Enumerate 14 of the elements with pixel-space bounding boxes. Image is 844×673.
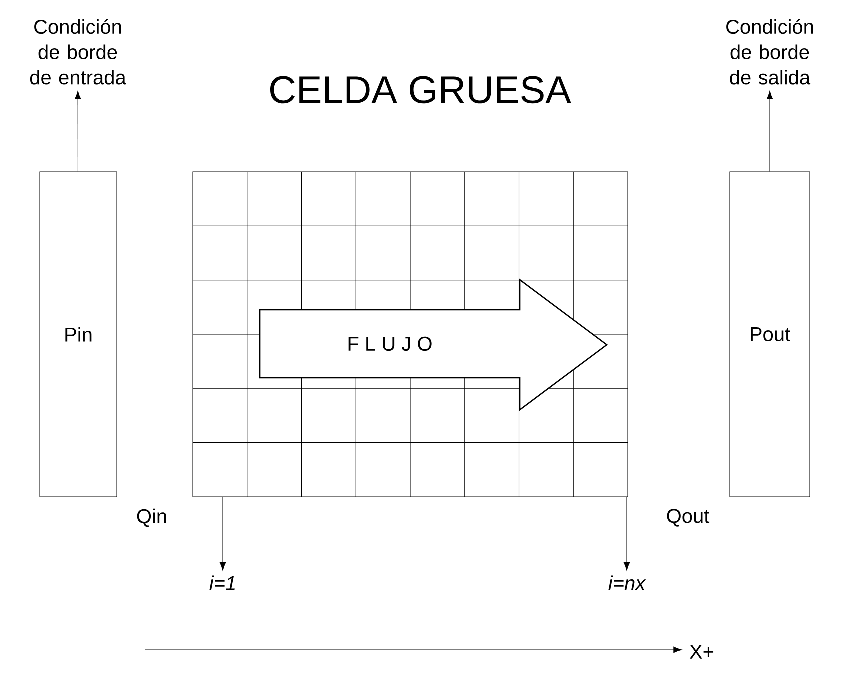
- index-label: i=1: [210, 576, 235, 590]
- title: CELDA GRUESA: [270, 76, 572, 104]
- arrow: [624, 497, 630, 571]
- flow-label: Qout: [667, 509, 710, 527]
- pressure-box: Pin: [40, 172, 118, 498]
- condition-text: Condición de borde de entrada: [30, 19, 126, 85]
- arrow: [220, 497, 226, 571]
- flow-label: Qin: [137, 508, 166, 528]
- condition-text: Condición de borde de salida: [726, 19, 814, 85]
- arrow: [766, 91, 774, 172]
- axis-label: X+: [690, 645, 714, 659]
- arrow: [74, 91, 82, 172]
- index-label: i=nx: [608, 576, 646, 590]
- pressure-box: Pout: [730, 172, 810, 498]
